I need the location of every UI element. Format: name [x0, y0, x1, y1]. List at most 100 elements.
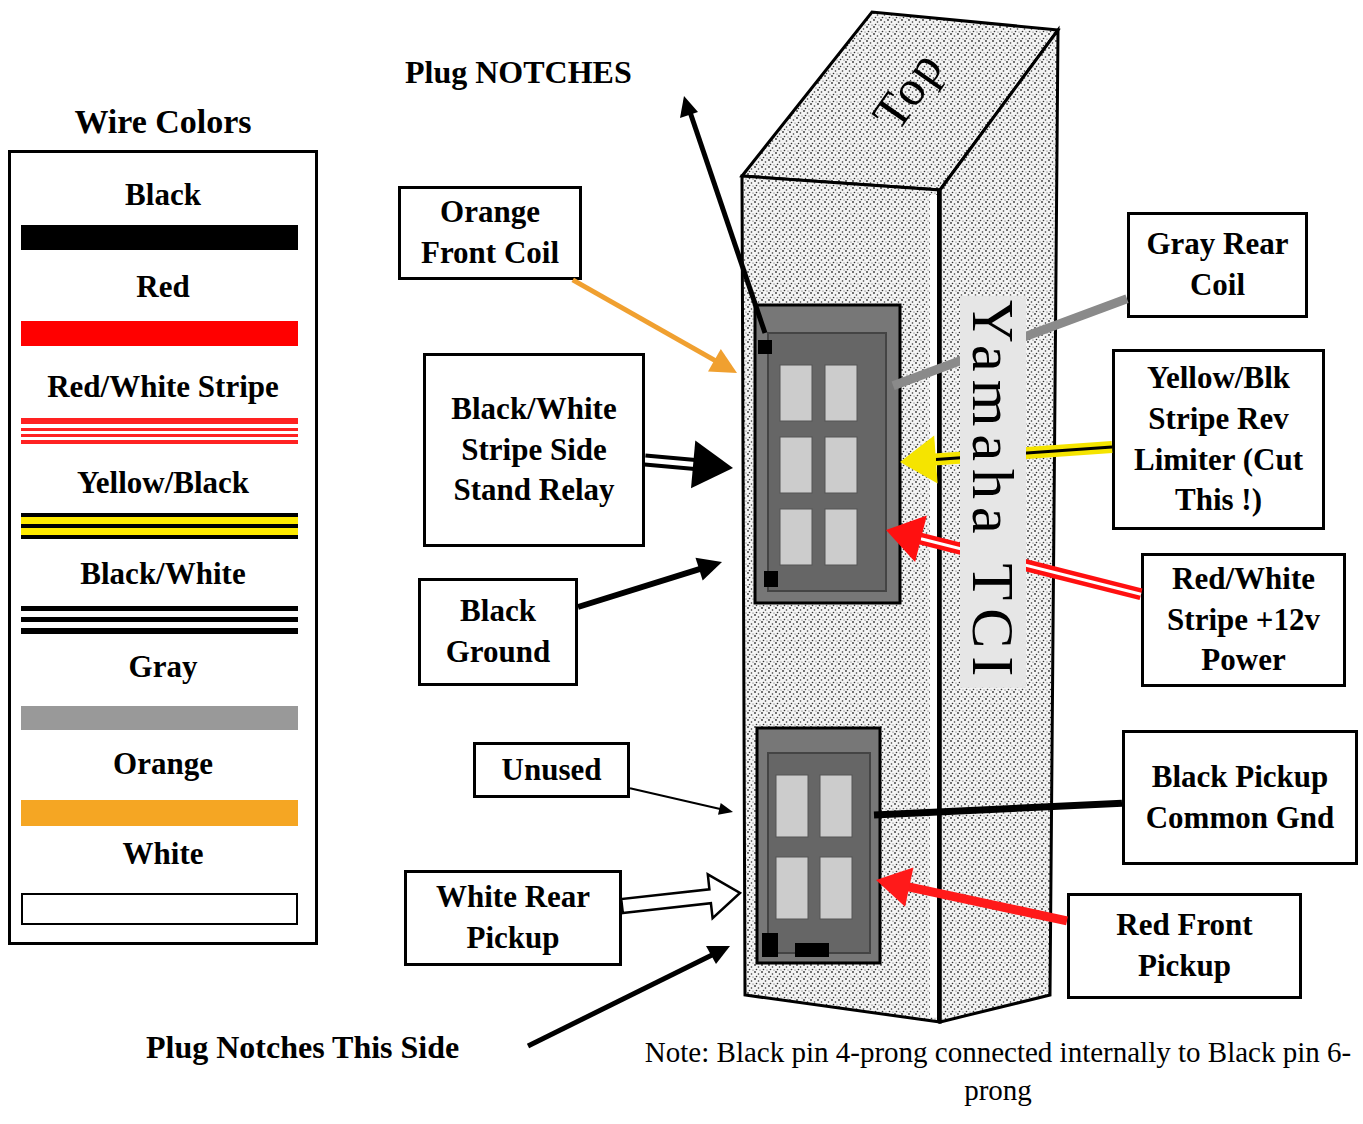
- label-text: Plug NOTCHES: [405, 54, 632, 90]
- stripe-sample: [21, 513, 298, 539]
- wire-arrow: [876, 868, 1067, 921]
- label-text: Plug Notches This Side: [146, 1029, 459, 1065]
- wire-arrow: [886, 516, 1141, 595]
- legend-label: White: [11, 836, 315, 872]
- legend-text: Black: [125, 177, 201, 212]
- callout-text: Unused: [482, 750, 621, 791]
- stripe: [21, 428, 298, 431]
- wire-line: [573, 280, 716, 361]
- wire-arrow: [630, 788, 733, 815]
- stripe-ground: [21, 513, 298, 539]
- arrow-head: [900, 436, 938, 484]
- legend-text: White: [123, 836, 204, 871]
- stripe: [21, 434, 298, 437]
- wire-line: [578, 569, 701, 607]
- legend-label: Orange: [11, 746, 315, 782]
- callout-box: Black/White Stripe Side Stand Relay: [423, 353, 645, 547]
- wire-line: [645, 456, 695, 461]
- legend-label: Red/White Stripe: [11, 369, 315, 405]
- arrow-head: [876, 868, 913, 907]
- stripe: [21, 513, 298, 517]
- wire-arrow: [900, 436, 1112, 484]
- module-name: Yamaha TCI: [960, 296, 1026, 688]
- callout-text: Black Pickup Common Gnd: [1131, 757, 1349, 839]
- tci-module: TopYamaha TCI: [740, 5, 1058, 1030]
- legend-label: Gray: [11, 649, 315, 685]
- legend-box: BlackRedRed/White StripeYellow/BlackBlac…: [8, 150, 318, 945]
- wire-line: [645, 465, 695, 470]
- callout-box: Yellow/Blk Stripe Rev Limiter (Cut This …: [1112, 349, 1325, 530]
- callout-text: Black Ground: [427, 591, 569, 673]
- wire-arrow: [578, 558, 722, 607]
- callout-text: Black/White Stripe Side Stand Relay: [432, 389, 636, 512]
- color-swatch: [21, 321, 298, 346]
- callout-box: Black Ground: [418, 578, 578, 686]
- callout-box: Unused: [473, 742, 630, 798]
- module-text-wrap: Yamaha TCI: [960, 296, 1026, 688]
- color-swatch: [21, 706, 298, 730]
- callout-text: White Rear Pickup: [413, 877, 613, 959]
- plug-label: Plug NOTCHES: [405, 52, 632, 94]
- stripe-ground: [21, 606, 298, 634]
- legend-label: Red: [11, 269, 315, 305]
- stripe: [21, 606, 298, 611]
- legend-text: Orange: [113, 746, 213, 781]
- label-text: Note: Black pin 4-prong connected intern…: [645, 1036, 1351, 1106]
- label-text: Wire Colors: [74, 103, 251, 140]
- wire-line: [934, 447, 1112, 460]
- callout-box: Red Front Pickup: [1067, 893, 1302, 999]
- legend-text: Red: [136, 269, 189, 304]
- arrow-head: [718, 803, 733, 815]
- notch-leader: [680, 96, 765, 333]
- callout-text: Orange Front Coil: [407, 192, 573, 274]
- stripe: [21, 628, 298, 634]
- callout-text: Gray Rear Coil: [1136, 224, 1299, 306]
- arrow-head: [886, 516, 927, 563]
- hollow-arrow: [621, 874, 740, 918]
- callout-text: Red Front Pickup: [1076, 905, 1293, 987]
- color-swatch: [21, 893, 298, 925]
- arrow-head: [691, 441, 733, 489]
- arrow-head: [696, 558, 723, 581]
- wire-line: [893, 299, 1127, 386]
- wire-line: [919, 538, 1141, 594]
- callout-box: White Rear Pickup: [404, 870, 622, 966]
- callout-text: Red/White Stripe +12v Power: [1150, 559, 1337, 682]
- color-swatch: [21, 225, 298, 250]
- wire-line: [874, 803, 1122, 815]
- legend-text: Yellow/Black: [77, 465, 249, 500]
- wire-line: [907, 887, 1067, 921]
- plug-label: Plug Notches This Side: [146, 1027, 459, 1069]
- wire-arrow: [645, 441, 733, 489]
- stripe: [21, 440, 298, 444]
- legend-text: Black/White: [80, 556, 245, 591]
- callout-box: Gray Rear Coil: [1127, 212, 1308, 318]
- stripe-sample: [21, 606, 298, 634]
- stripe: [21, 535, 298, 539]
- wire-arrow: [621, 874, 740, 918]
- wire-stripe: [936, 447, 1112, 459]
- legend-text: Gray: [129, 649, 198, 684]
- wire-arrow: [893, 299, 1127, 386]
- wire-line: [630, 788, 721, 809]
- stripe: [21, 617, 298, 622]
- legend-label: Yellow/Black: [11, 465, 315, 501]
- callout-box: Orange Front Coil: [398, 186, 582, 280]
- legend-text: Red/White Stripe: [47, 369, 279, 404]
- notch-leader: [528, 946, 730, 1046]
- note-text: Note: Black pin 4-prong connected intern…: [640, 1034, 1356, 1109]
- callout-box: Black Pickup Common Gnd: [1122, 730, 1358, 865]
- legend-label: Black: [11, 177, 315, 213]
- wire-arrow: [573, 280, 737, 373]
- arrow-head: [708, 349, 737, 373]
- callout-box: Red/White Stripe +12v Power: [1141, 553, 1346, 688]
- wire-stripe: [921, 539, 1141, 594]
- wire-arrow: [874, 803, 1122, 815]
- legend-label: Black/White: [11, 556, 315, 592]
- stripe-sample: [21, 418, 298, 444]
- stripe-ground: [21, 418, 298, 444]
- callout-text: Yellow/Blk Stripe Rev Limiter (Cut This …: [1121, 358, 1316, 522]
- stripe: [21, 418, 298, 424]
- color-swatch: [21, 800, 298, 826]
- legend-title: Wire Colors: [8, 100, 318, 144]
